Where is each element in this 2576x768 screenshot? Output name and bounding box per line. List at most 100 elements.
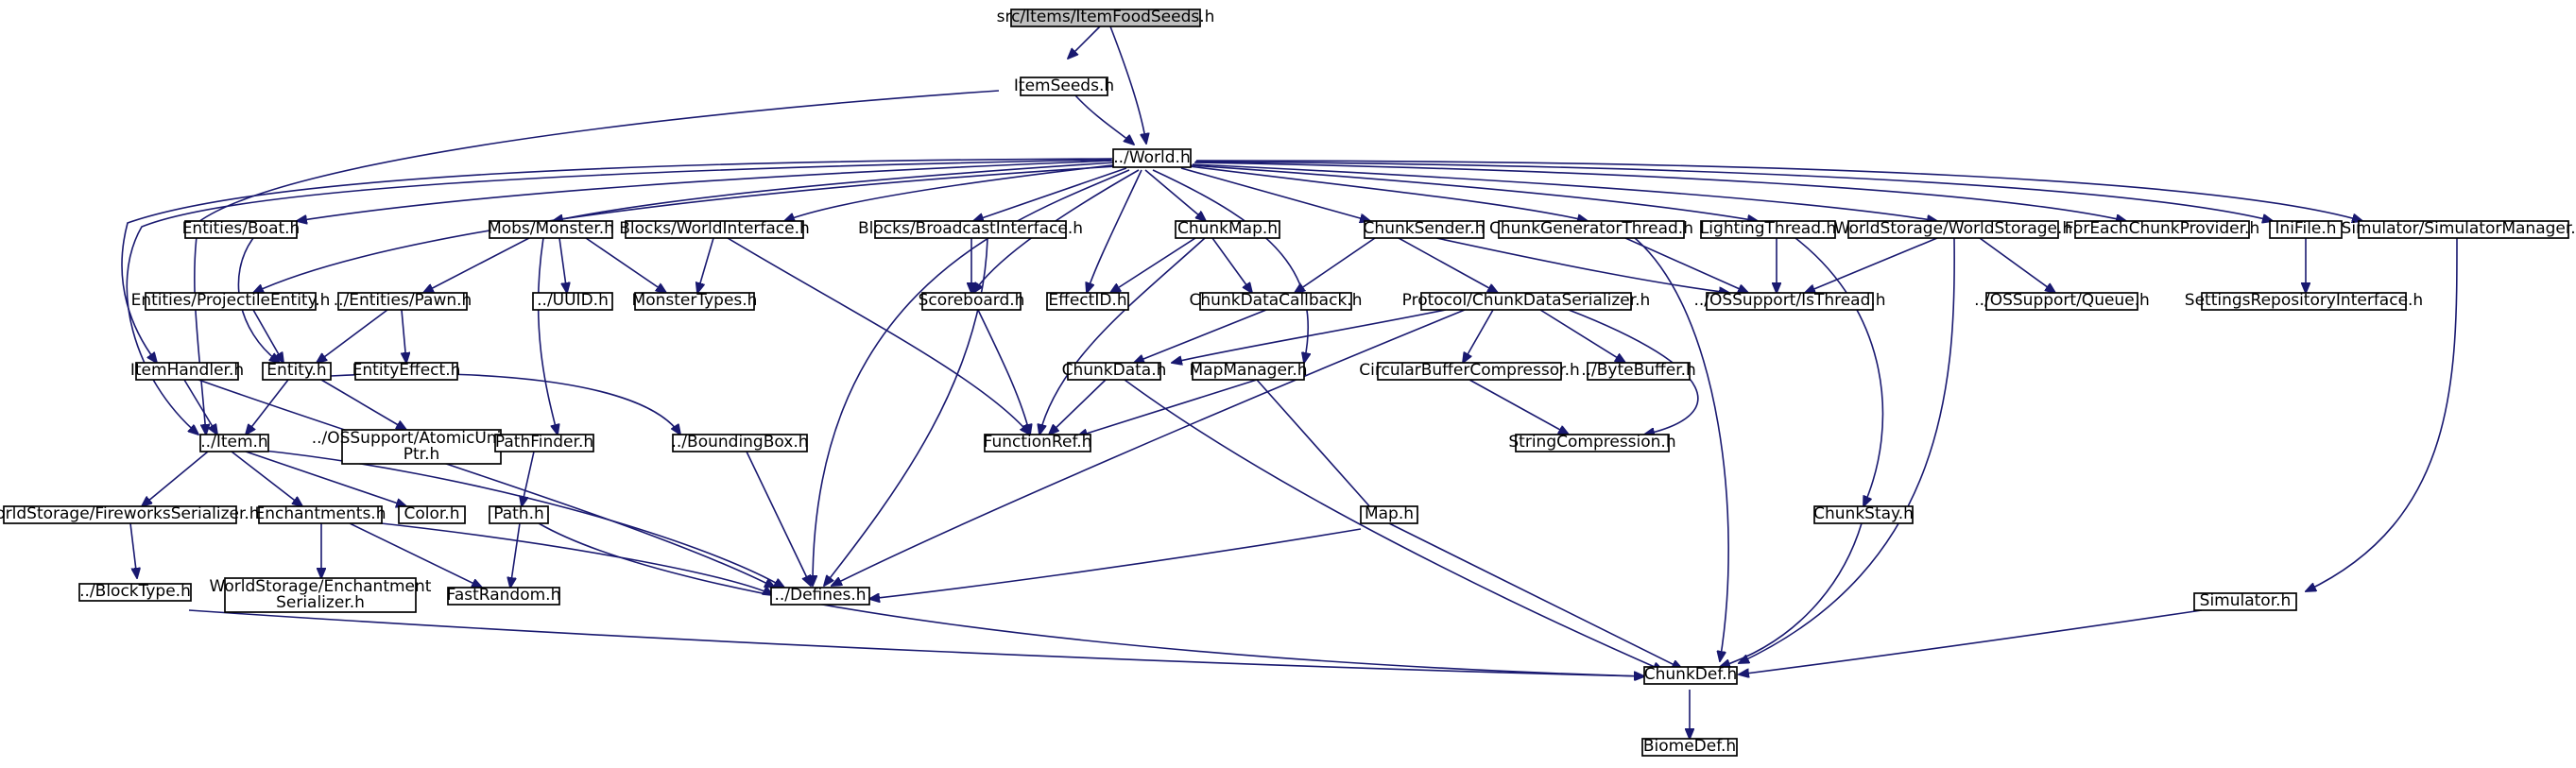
node-entityeffect[interactable]: EntityEffect.h	[352, 361, 461, 381]
node-label: EntityEffect.h	[352, 361, 461, 380]
edge-protocol-to-chunkdata	[1172, 309, 1447, 363]
node-functionref[interactable]: FunctionRef.h	[984, 433, 1092, 452]
node-worldinterface[interactable]: Blocks/WorldInterface.h	[619, 219, 810, 239]
node-chunkdatacb[interactable]: ChunkDataCallback.h	[1190, 291, 1363, 311]
edge-world-to-item	[126, 159, 1112, 435]
node-label: ../BlockType.h	[79, 582, 191, 601]
node-label: ChunkData.h	[1062, 361, 1167, 380]
node-chunkgen[interactable]: ChunkGeneratorThread.h	[1489, 219, 1693, 239]
node-label: Path.h	[493, 504, 544, 523]
node-simulator[interactable]: Simulator.h	[2193, 591, 2297, 611]
edge-path-to-fastrandom	[510, 522, 521, 588]
node-label: ForEachChunkProvider.h	[2065, 219, 2260, 238]
node-label: EffectID.h	[1048, 291, 1126, 310]
node-chunkdef[interactable]: ChunkDef.h	[1643, 665, 1738, 685]
node-monstertypes[interactable]: MonsterTypes.h	[632, 291, 758, 311]
node-enchantments[interactable]: Enchantments.h	[255, 504, 386, 524]
node-mapmanager[interactable]: MapManager.h	[1189, 361, 1308, 381]
node-label: ChunkDataCallback.h	[1190, 291, 1363, 310]
node-effectid[interactable]: EffectID.h	[1046, 291, 1129, 311]
node-label: ../Defines.h	[774, 586, 866, 605]
node-label: ../ByteBuffer.h	[1581, 361, 1696, 380]
node-chunkmap[interactable]: ChunkMap.h	[1175, 219, 1280, 239]
node-strcomp[interactable]: StringCompression.h	[1508, 433, 1676, 452]
node-label: Scoreboard.h	[919, 291, 1025, 310]
node-label: WorldStorage/WorldStorage.h	[1834, 219, 2072, 238]
node-chunkstay[interactable]: ChunkStay.h	[1813, 504, 1914, 524]
node-label: SettingsRepositoryInterface.h	[2185, 291, 2423, 310]
node-label: Simulator/SimulatorManager.h	[2342, 219, 2576, 238]
node-pathfinder[interactable]: PathFinder.h	[494, 433, 594, 452]
edge-pawn-to-entity	[317, 309, 388, 363]
edges	[121, 26, 2458, 739]
node-label: ../OSSupport/IsThread.h	[1693, 291, 1885, 310]
edge-item-to-enchantments	[231, 451, 302, 506]
edge-itemhandler-to-defines	[197, 379, 775, 588]
node-uuid[interactable]: ../UUID.h	[532, 291, 613, 311]
node-path[interactable]: Path.h	[489, 504, 549, 524]
edge-world-to-chunkmap	[1144, 169, 1206, 221]
node-foreach[interactable]: ForEachChunkProvider.h	[2065, 219, 2260, 239]
node-root-file[interactable]: src/Items/ItemFoodSeeds.h	[997, 8, 1215, 27]
node-fireworks[interactable]: WorldStorage/FireworksSerializer.h	[0, 504, 260, 524]
node-boat[interactable]: Entities/Boat.h	[182, 219, 301, 239]
node-boundingbox[interactable]: ../BoundingBox.h	[671, 433, 809, 452]
edge-itemseeds-to-item	[194, 90, 1000, 435]
node-label: Simulator.h	[2200, 591, 2292, 610]
node-label: ../Entities/Pawn.h	[334, 291, 472, 310]
edge-world-to-inifile	[1194, 161, 2273, 221]
node-label: ../World.h	[1113, 148, 1190, 167]
nodes: src/Items/ItemFoodSeeds.h ItemSeeds.h ..…	[0, 8, 2576, 757]
node-item[interactable]: ../Item.h	[199, 433, 269, 452]
edge-world-to-chunksender	[1180, 167, 1370, 221]
edge-itemseeds-to-world	[1074, 94, 1134, 145]
edge-boundingbox-to-defines	[746, 451, 811, 586]
node-label: Map.h	[1365, 504, 1414, 523]
node-chunksender[interactable]: ChunkSender.h	[1364, 219, 1485, 239]
node-circbuf[interactable]: CircularBufferCompressor.h	[1359, 361, 1580, 381]
edge-pawn-to-entityeffect	[402, 309, 406, 363]
node-label-line1: WorldStorage/Enchantment	[210, 577, 432, 596]
node-label: Entity.h	[266, 361, 326, 380]
edge-chunkgen-to-chunkdef	[1634, 237, 1729, 661]
node-settingsrepo[interactable]: SettingsRepositoryInterface.h	[2185, 291, 2423, 311]
node-label: IniFile.h	[2275, 219, 2336, 238]
node-pawn[interactable]: ../Entities/Pawn.h	[334, 291, 472, 311]
edge-monster-to-pawn	[423, 237, 530, 293]
node-chunkdata[interactable]: ChunkData.h	[1062, 361, 1167, 381]
node-monster[interactable]: Mobs/Monster.h	[488, 219, 614, 239]
node-queue[interactable]: ../OSSupport/Queue.h	[1974, 291, 2150, 311]
edge-mapmanager-to-map	[1256, 379, 1380, 518]
node-label: ChunkGeneratorThread.h	[1489, 219, 1693, 238]
node-broadcast[interactable]: Blocks/BroadcastInterface.h	[858, 219, 1083, 239]
node-scoreboard[interactable]: Scoreboard.h	[919, 291, 1025, 311]
edge-monster-to-monstertypes	[585, 237, 666, 293]
node-world[interactable]: ../World.h	[1112, 148, 1192, 168]
node-defines[interactable]: ../Defines.h	[770, 586, 870, 606]
node-bytebuffer[interactable]: ../ByteBuffer.h	[1581, 361, 1696, 381]
node-entity[interactable]: Entity.h	[262, 361, 332, 381]
node-isthread[interactable]: ../OSSupport/IsThread.h	[1693, 291, 1886, 311]
node-map[interactable]: Map.h	[1360, 504, 1418, 524]
node-simmgr[interactable]: Simulator/SimulatorManager.h	[2342, 219, 2576, 239]
node-projectile[interactable]: Entities/ProjectileEntity.h	[131, 291, 331, 311]
node-label: PathFinder.h	[495, 433, 593, 452]
edge-lighting-to-chunkstay	[1795, 237, 1884, 506]
node-label: FastRandom.h	[447, 586, 561, 605]
node-itemhandler[interactable]: ItemHandler.h	[130, 361, 244, 381]
node-label: ItemSeeds.h	[1014, 77, 1114, 95]
node-color[interactable]: Color.h	[398, 504, 466, 524]
node-protocol[interactable]: Protocol/ChunkDataSerializer.h	[1402, 291, 1651, 311]
node-biomedef[interactable]: BiomeDef.h	[1641, 737, 1738, 757]
edge-map-to-chunkdef	[1388, 522, 1682, 669]
node-fastrandom[interactable]: FastRandom.h	[447, 586, 561, 606]
node-inifile[interactable]: IniFile.h	[2269, 219, 2343, 239]
edge-world-to-simmgr	[1195, 160, 2362, 221]
edge-monster-to-pathfinder	[537, 237, 558, 435]
node-itemseeds[interactable]: ItemSeeds.h	[1014, 77, 1114, 96]
node-lighting[interactable]: LightingThread.h	[1700, 219, 1836, 239]
node-blocktype[interactable]: ../BlockType.h	[78, 582, 192, 602]
node-worldstorage[interactable]: WorldStorage/WorldStorage.h	[1834, 219, 2072, 239]
